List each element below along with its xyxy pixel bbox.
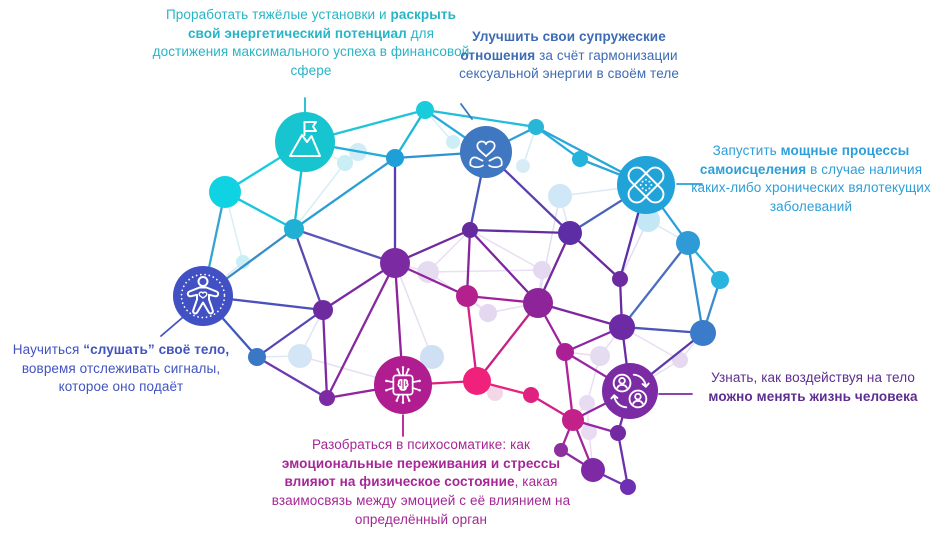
pale-network-node <box>590 346 610 366</box>
network-edge <box>325 261 397 400</box>
network-edge <box>465 228 472 298</box>
annotation-text-segment: , какая взаимосвязь между эмоцией с её в… <box>271 474 571 527</box>
pale-network-node <box>446 135 460 149</box>
pale-network-node <box>533 261 551 279</box>
pale-network-node <box>479 304 497 322</box>
network-node <box>610 425 626 441</box>
network-node <box>386 149 404 167</box>
annotation-text-segment: за счёт гармонизации сексуальной энергии… <box>459 47 679 82</box>
network-edge <box>321 308 329 400</box>
annotation-text-segment: Проработать тяжёлые установки и <box>166 7 391 22</box>
pale-network-node <box>579 395 595 411</box>
annotation-marriage-relations: Улучшить свои супружеские отношения за с… <box>440 28 698 84</box>
pale-network-node <box>516 159 530 173</box>
network-edge <box>620 325 705 335</box>
network-node <box>676 231 700 255</box>
network-edge <box>255 308 325 359</box>
pale-network-edge <box>293 162 346 230</box>
network-node <box>558 221 582 245</box>
pale-network-node <box>417 261 439 283</box>
annotation-text-segment: вовремя отслеживать сигналы, которое оно… <box>21 360 221 395</box>
network-node <box>690 320 716 346</box>
annotation-text-segment: можно менять жизнь человека <box>708 388 918 404</box>
hub-circle-flag-mountain <box>275 112 335 172</box>
annotation-change-life: Узнать, как воздействуя на тело можно ме… <box>693 369 933 406</box>
annotation-listen-body: Научиться “слушать” своё тело, вовремя о… <box>6 341 236 397</box>
network-edge <box>686 241 705 335</box>
network-node <box>463 367 491 395</box>
annotation-text-segment: Узнать, как воздействуя на тело <box>711 370 915 385</box>
annotation-text-segment: раскрыть свой энергетический потенциал <box>187 7 456 41</box>
network-node <box>528 119 544 135</box>
annotation-text-segment: мощные процессы самоисцеления <box>699 143 910 177</box>
annotation-text-segment: Запустить <box>712 143 781 158</box>
pale-network-node <box>487 385 503 401</box>
network-node <box>416 101 434 119</box>
annotation-text-segment: Научиться <box>12 342 84 357</box>
annotation-text-segment: для достижения максимального успеха в фи… <box>152 25 470 78</box>
network-node <box>380 248 410 278</box>
network-edge <box>292 227 325 312</box>
network-edge <box>563 350 575 422</box>
network-node <box>562 409 584 431</box>
network-node <box>209 176 241 208</box>
network-node <box>456 285 478 307</box>
network-edge <box>620 241 690 329</box>
network-node <box>554 443 568 457</box>
pale-network-edge <box>394 262 433 358</box>
annotation-text-segment: в случае наличия каких-либо хронических … <box>691 161 931 214</box>
network-edge <box>292 156 397 231</box>
annotation-self-healing: Запустить мощные процессы самоисцеления … <box>683 142 939 217</box>
annotation-finance-potential: Проработать тяжёлые установки и раскрыть… <box>150 6 472 81</box>
annotation-psychosomatics: Разобраться в психосоматике: как эмоцион… <box>271 436 571 529</box>
annotation-connector-line <box>160 317 183 337</box>
annotation-text-segment: Улучшить свои супружеские отношения <box>460 29 666 63</box>
network-edge <box>534 125 582 161</box>
network-node <box>556 343 574 361</box>
network-edge <box>465 294 479 383</box>
network-node <box>523 387 539 403</box>
network-edge <box>393 108 427 160</box>
pale-network-node <box>420 345 444 369</box>
network-node <box>572 151 588 167</box>
hub-circle-hands-heart <box>460 126 512 178</box>
hub-circle-brain-chip <box>374 356 432 414</box>
pale-network-node <box>636 208 660 232</box>
pale-network-edge <box>427 269 543 273</box>
pale-network-node <box>672 352 688 368</box>
pale-network-node <box>337 155 353 171</box>
network-node <box>609 314 635 340</box>
network-node <box>581 458 605 482</box>
network-node <box>319 390 335 406</box>
network-edge <box>292 227 397 265</box>
annotation-text-segment: эмоциональные переживания и стрессы влия… <box>281 455 561 490</box>
network-node <box>523 288 553 318</box>
pale-network-edge <box>537 195 561 304</box>
network-node <box>248 348 266 366</box>
network-node <box>313 300 333 320</box>
network-edge <box>475 301 540 383</box>
pale-network-edge <box>469 229 543 271</box>
pale-network-node <box>548 184 572 208</box>
pale-network-node <box>581 424 597 440</box>
annotation-connector-line <box>460 103 473 120</box>
annotation-text-segment: Разобраться в психосоматике: как <box>311 437 531 452</box>
pale-network-node <box>288 344 312 368</box>
hub-circle-people-exchange <box>602 363 658 419</box>
network-node <box>711 271 729 289</box>
network-edge <box>616 431 630 489</box>
annotation-text-segment: “слушать” своё тело, <box>83 342 230 357</box>
pale-network-node <box>236 255 250 269</box>
network-node <box>612 271 628 287</box>
network-node <box>284 219 304 239</box>
network-node <box>462 222 478 238</box>
network-node <box>620 479 636 495</box>
network-edge <box>255 355 329 400</box>
network-edge <box>468 228 572 235</box>
network-edge <box>423 108 538 129</box>
network-edge <box>468 228 540 305</box>
